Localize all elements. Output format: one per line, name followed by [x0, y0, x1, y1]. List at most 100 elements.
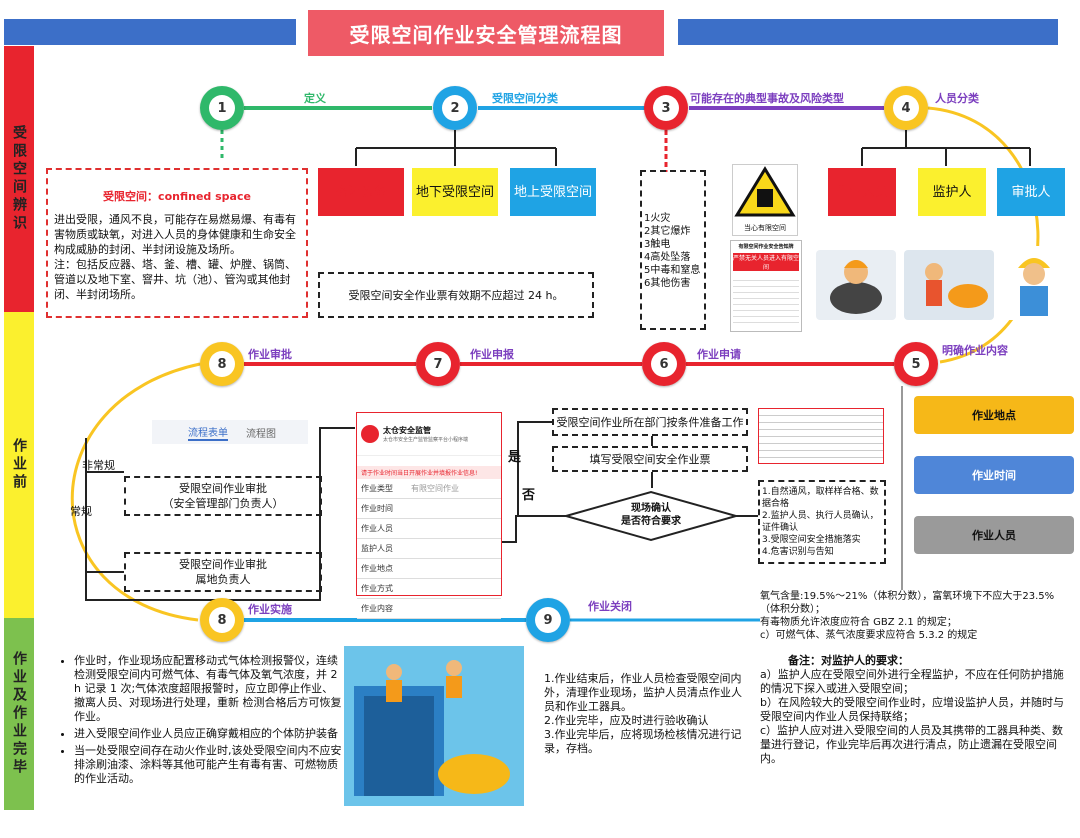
- confirm-item: 4.危害识别与告知: [762, 547, 834, 557]
- notice-board-rows: [733, 275, 799, 325]
- decision-no-label: 否: [522, 488, 536, 503]
- warning-triangle-icon: [734, 166, 796, 217]
- role-operator: 作业人员: [828, 168, 896, 216]
- accident-list: 1火灾 2其它爆炸 3触电 4高处坠落 5中毒和窒息 6其他伤害: [640, 170, 706, 330]
- branch-normal-label: 常规: [70, 505, 92, 518]
- decision-node: 现场确认 是否符合要求: [621, 503, 681, 527]
- step-8-implement-circle: 8: [200, 598, 244, 642]
- app-field-label: 作业地点: [361, 564, 393, 573]
- worker-illustration-2: [904, 250, 994, 320]
- class-underground: 地下受限空间: [412, 168, 498, 216]
- app-field[interactable]: 作业时间: [357, 499, 501, 519]
- content-location: 作业地点: [914, 396, 1074, 434]
- app-name: 太仓安全监管: [383, 426, 431, 435]
- branch-abnormal-label: 非常规: [82, 459, 115, 472]
- accident-item: 5中毒和窒息: [644, 265, 701, 276]
- implementation-item: 当一处受限空间存在动火作业时,该处受限空间内不应安排涂刷油漆、涂料等其他可能产生…: [74, 744, 342, 786]
- accident-item: 2其它爆炸: [644, 226, 691, 237]
- app-field-label: 作业人员: [361, 524, 393, 533]
- role-guardian: 监护人: [918, 168, 986, 216]
- step-7-number: 7: [425, 351, 451, 377]
- step-5-number: 5: [903, 351, 929, 377]
- guardian-item-c: c）监护人应对进入受限空间的人员及其携带的工器具种类、数量进行登记，作业完毕后再…: [760, 724, 1064, 765]
- step-9-number: 9: [535, 607, 561, 633]
- tab-flowchart[interactable]: 流程图: [246, 428, 276, 440]
- step-8-approval-circle: 8: [200, 342, 244, 386]
- step-4-number: 4: [893, 95, 919, 121]
- closing-item: 3.作业完毕后，应将现场检核情况进行记录，存档。: [544, 728, 742, 755]
- app-field-label: 作业内容: [361, 604, 393, 613]
- tab-process-form[interactable]: 流程表单: [188, 424, 228, 441]
- notice-board-title: 有限空间作业安全告知牌: [738, 244, 794, 250]
- step-6-label: 作业申请: [697, 348, 741, 361]
- fill-permit-step: 填写受限空间安全作业票: [552, 446, 748, 472]
- class-aboveground: 地上受限空间: [510, 168, 596, 216]
- side-label-before-work: 作业前: [11, 438, 27, 492]
- side-bar-identification: 受限空间辨识: [4, 46, 34, 312]
- step-5-circle: 5: [894, 342, 938, 386]
- app-field-label: 作业时间: [361, 504, 393, 513]
- app-field[interactable]: 作业方式: [357, 579, 501, 599]
- step-3-number: 3: [653, 95, 679, 121]
- app-field[interactable]: 作业内容: [357, 599, 501, 619]
- step-4-circle: 4: [884, 86, 928, 130]
- decision-yes-label: 是: [508, 450, 522, 465]
- confirm-item: 2.监护人员、执行人员确认，证件确认: [762, 511, 879, 533]
- definition-heading: 受限空间：confined space: [103, 190, 251, 203]
- top-bar-left: [4, 19, 296, 45]
- warning-sign-caption: 当心有限空间: [744, 224, 786, 232]
- accident-item: 3触电: [644, 239, 671, 250]
- step-7-circle: 7: [416, 342, 460, 386]
- closing-item: 1.作业结束后，作业人员检查受限空间内外，清理作业现场，监护人员清点作业人员和作…: [544, 672, 742, 713]
- step-8-approval-label: 作业审批: [248, 348, 292, 361]
- app-field[interactable]: 监护人员: [357, 539, 501, 559]
- step-8-implement-number: 8: [209, 607, 235, 633]
- step-4-label: 人员分类: [935, 92, 979, 105]
- app-header: 太仓安全监管 太仓市安全生产监管监察平台小程序端: [357, 413, 501, 456]
- content-personnel: 作业人员: [914, 516, 1074, 554]
- top-bar-right: [678, 19, 1058, 45]
- step-3-label: 可能存在的典型事故及风险类型: [690, 92, 844, 105]
- step-1-number: 1: [209, 95, 235, 121]
- side-bar-before-work: 作业前: [4, 312, 34, 618]
- accident-item: 4高处坠落: [644, 252, 691, 263]
- page-title: 受限空间作业安全管理流程图: [308, 10, 664, 56]
- step-2-label: 受限空间分类: [492, 92, 558, 105]
- closing-item: 2.作业完毕，应及时进行验收确认: [544, 714, 709, 727]
- step-8-approval-number: 8: [209, 351, 235, 377]
- app-field[interactable]: 作业人员: [357, 519, 501, 539]
- implementation-item: 进入受限空间作业人员应正确穿戴相应的个体防护装备: [74, 727, 342, 741]
- gas-criteria-flammable: c）可燃气体、蒸气浓度要求应符合 5.3.2 的规定: [760, 630, 978, 641]
- notice-board-warning: 严禁无关人员进入有限空间: [733, 253, 800, 271]
- site-confirm-list: 1.自然通风，取样样合格、数据合格 2.监护人员、执行人员确认，证件确认 3.受…: [758, 480, 886, 564]
- app-field[interactable]: 作业地点: [357, 559, 501, 579]
- guardian-item-b: b）在风险较大的受限空间作业时，应增设监护人员，并随时与受限空间内作业人员保持联…: [760, 696, 1064, 723]
- implementation-notes: 作业时，作业现场应配置移动式气体检测报警仪，连续检测受限空间内可燃气体、有毒气体…: [62, 654, 342, 789]
- definition-box: 受限空间：confined space 进出受限，通风不良，可能存在易燃易爆、有…: [46, 168, 308, 318]
- side-label-identification: 受限空间辨识: [11, 125, 27, 233]
- confirm-item: 3.受限空间安全措施落实: [762, 535, 861, 545]
- guardian-title: 备注：对监护人的要求：: [788, 654, 909, 667]
- step-8-implement-label: 作业实施: [248, 603, 292, 616]
- notice-board: 有限空间作业安全告知牌 严禁无关人员进入有限空间: [730, 240, 802, 332]
- app-field-label: 监护人员: [361, 544, 393, 553]
- gas-criteria-oxygen: 氧气含量:19.5%～21%（体积分数），富氧环境下不应大于23.5%（体积分数…: [760, 591, 1055, 615]
- app-banner: 请于作业时间当日开展作业并填报作业信息!: [357, 466, 501, 479]
- app-subtitle: 太仓市安全生产监管监察平台小程序端: [383, 437, 469, 443]
- definition-body: 进出受限，通风不良，可能存在易燃易爆、有毒有害物质或缺氧，对进入人员的身体健康和…: [54, 213, 296, 256]
- accident-item: 1火灾: [644, 213, 671, 224]
- implementation-item: 作业时，作业现场应配置移动式气体检测报警仪，连续检测受限空间内可燃气体、有毒气体…: [74, 654, 342, 724]
- step-6-number: 6: [651, 351, 677, 377]
- step-7-label: 作业申报: [470, 348, 514, 361]
- app-field[interactable]: 作业类型有限空间作业: [357, 479, 501, 499]
- accident-item: 6其他伤害: [644, 278, 691, 289]
- step-1-label: 定义: [304, 92, 326, 105]
- app-field-label: 作业方式: [361, 584, 393, 593]
- step-9-circle: 9: [526, 598, 570, 642]
- side-bar-during-work: 作业及作业完毕: [4, 618, 34, 810]
- worker-illustration-1: [816, 250, 896, 320]
- step-3-circle: 3: [644, 86, 688, 130]
- side-label-during-work: 作业及作业完毕: [11, 651, 27, 777]
- approval-tabs: 流程表单 流程图: [152, 420, 308, 444]
- role-approver: 审批人: [997, 168, 1065, 216]
